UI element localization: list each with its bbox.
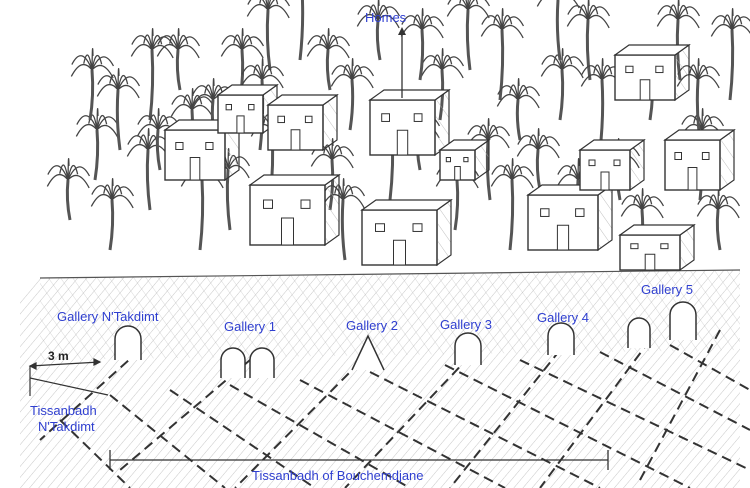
palm-tree <box>496 77 541 141</box>
palm-tree <box>540 47 585 121</box>
palm-tree <box>298 0 305 61</box>
palm-tree <box>696 187 741 251</box>
palm-tree <box>356 0 401 61</box>
gallery-mound <box>627 317 651 348</box>
tissanbadh-label-line2: N'Takdimt <box>38 419 95 434</box>
gallery-mound <box>114 325 142 360</box>
palm-tree <box>480 7 525 101</box>
gallery-mound <box>454 332 482 365</box>
palm-tree <box>566 0 611 81</box>
gallery-mounds <box>114 301 697 378</box>
house <box>618 223 696 272</box>
gallery-mound <box>351 334 385 371</box>
house <box>368 88 451 157</box>
house <box>248 173 341 247</box>
palm-tree <box>75 107 120 181</box>
gallery-2-label: Gallery 2 <box>346 318 399 333</box>
house <box>438 138 491 182</box>
palm-tree <box>516 127 561 191</box>
gallery-mound <box>547 322 575 355</box>
gallery-5-label: Gallery 5 <box>641 282 694 297</box>
palm-tree <box>306 27 351 91</box>
palm-tree <box>126 127 171 211</box>
house <box>663 128 736 192</box>
house <box>360 198 453 267</box>
palm-tree <box>130 27 175 121</box>
palm-tree <box>46 157 91 221</box>
house <box>266 93 339 152</box>
gallery-ntakdimt-label: Gallery N'Takdimt <box>57 309 159 324</box>
houses <box>163 43 736 272</box>
scale-bar <box>28 358 109 396</box>
house <box>578 138 646 192</box>
palm-tree <box>70 47 115 121</box>
gallery-4-label: Gallery 4 <box>537 310 590 325</box>
palm-tree <box>96 67 141 151</box>
palm-tree <box>536 0 580 61</box>
palm-tree <box>446 0 491 71</box>
bouchemdjane-label: Tissanbadh of Bouchemdjane <box>252 468 424 483</box>
scale-label: 3 m <box>48 349 69 363</box>
gallery-3-label: Gallery 3 <box>440 317 493 332</box>
gallery-1-label: Gallery 1 <box>224 319 277 334</box>
gallery-mound <box>669 301 697 340</box>
homes-arrow <box>398 27 406 98</box>
palm-tree <box>490 157 535 251</box>
gallery-mound <box>220 347 246 378</box>
bouchemdjane-dimension <box>109 450 609 470</box>
palm-tree <box>330 57 375 131</box>
ground-plane <box>20 269 741 488</box>
palm-tree <box>400 7 445 81</box>
house <box>613 43 691 102</box>
gallery-channels <box>39 329 750 488</box>
homes-label: Homes <box>365 10 407 25</box>
palm-tree <box>90 177 135 251</box>
palm-tree <box>246 0 291 71</box>
gallery-mound <box>249 347 275 378</box>
house <box>526 183 614 252</box>
palm-tree <box>710 7 750 101</box>
palm-tree <box>156 27 201 91</box>
tissanbadh-label-line1: Tissanbadh <box>30 403 97 418</box>
